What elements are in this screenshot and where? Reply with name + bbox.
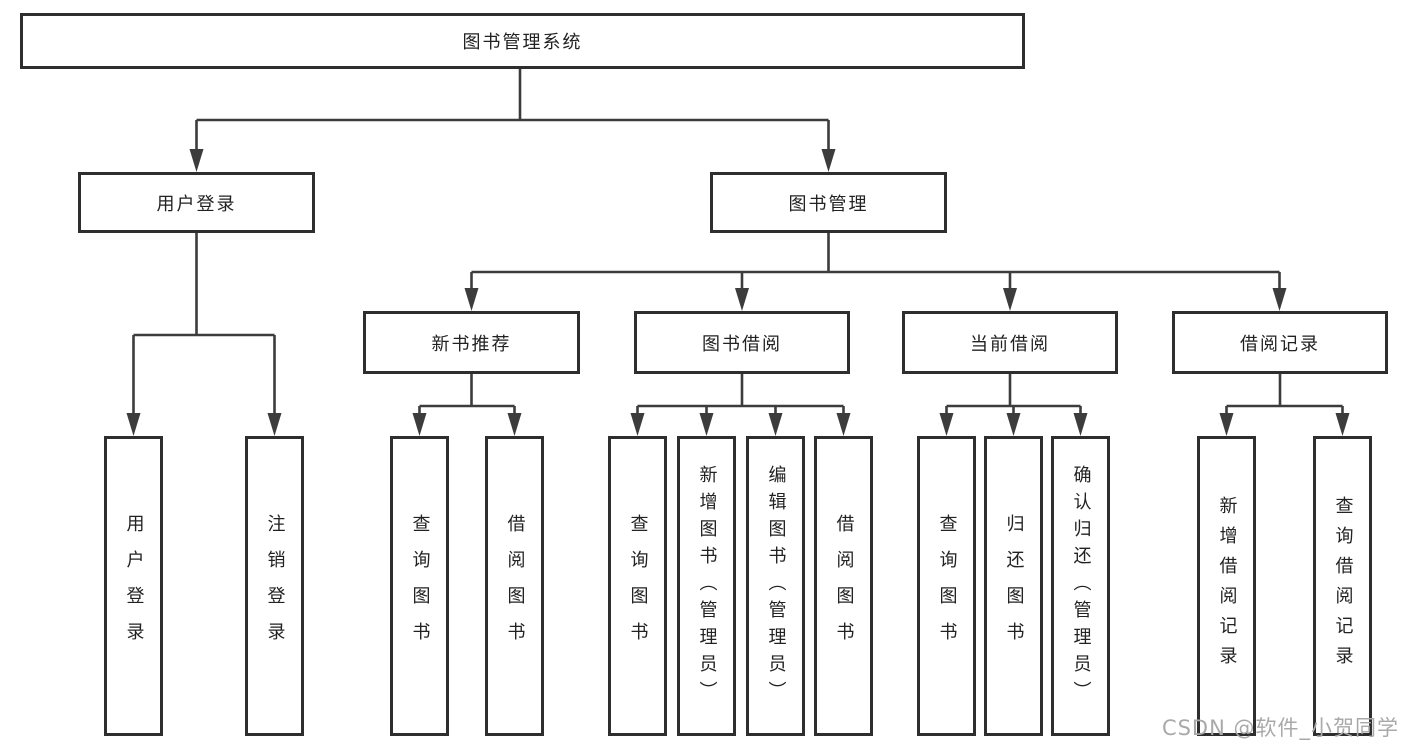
node-label: 借阅记录 (1240, 333, 1320, 355)
leaf-edit-book-admin: 编辑图书（管理员） (746, 436, 805, 736)
node-label: 查询图书 (627, 514, 649, 658)
node-label: 用户登录 (123, 514, 145, 658)
node-label: 借阅图书 (504, 514, 526, 658)
leaf-logout: 注销登录 (245, 436, 304, 736)
node-label: 新书推荐 (431, 333, 512, 355)
leaf-confirm-return-admin: 确认归还（管理员） (1051, 436, 1110, 736)
node-label: 借阅图书 (833, 514, 855, 658)
node-user-login: 用户登录 (78, 172, 315, 233)
node-label: 查询图书 (409, 514, 431, 658)
connector-new-books (418, 374, 516, 418)
node-label: 确认归还（管理员） (1070, 464, 1092, 708)
node-label: 图书借阅 (702, 333, 782, 355)
connector-user-login (132, 233, 276, 418)
leaf-add-borrow-record: 新增借阅记录 (1197, 436, 1256, 736)
leaf-query-books-borrow: 查询图书 (608, 436, 667, 736)
node-book-management: 图书管理 (710, 172, 947, 233)
node-label: 查询图书 (936, 514, 958, 658)
csdn-watermark: CSDN @软件_小贺同学 (1161, 716, 1399, 740)
leaf-add-book-admin: 新增图书（管理员） (677, 436, 736, 736)
leaf-return-books: 归还图书 (984, 436, 1043, 736)
leaf-user-login: 用户登录 (104, 436, 163, 736)
connector-borrow-records (1225, 374, 1344, 418)
connector-current-borrow (945, 374, 1082, 418)
connector-book-borrow (636, 374, 845, 418)
leaf-borrow-books-recommend: 借阅图书 (485, 436, 544, 736)
leaf-query-books-current: 查询图书 (917, 436, 976, 736)
node-book-borrowing: 图书借阅 (634, 311, 850, 374)
arrowheads (126, 149, 1350, 436)
node-library-system: 图书管理系统 (20, 13, 1025, 69)
node-label: 查询借阅记录 (1332, 496, 1354, 676)
connector-book-mgmt (470, 233, 1281, 294)
node-label: 编辑图书（管理员） (765, 464, 787, 708)
node-label: 图书管理系统 (462, 32, 583, 53)
connector-root (195, 69, 830, 153)
node-label: 用户登录 (156, 193, 237, 215)
node-label: 新增借阅记录 (1216, 496, 1238, 676)
node-new-book-recommend: 新书推荐 (363, 311, 580, 374)
node-label: 注销登录 (264, 514, 286, 658)
leaf-query-books-recommend: 查询图书 (390, 436, 449, 736)
node-current-borrowing: 当前借阅 (902, 311, 1118, 374)
node-label: 新增图书（管理员） (696, 464, 718, 708)
node-borrow-records: 借阅记录 (1172, 311, 1388, 374)
node-label: 归还图书 (1003, 514, 1025, 658)
node-label: 图书管理 (788, 193, 869, 215)
leaf-borrow-books: 借阅图书 (814, 436, 873, 736)
leaf-query-borrow-record: 查询借阅记录 (1313, 436, 1372, 736)
node-label: 当前借阅 (970, 333, 1050, 355)
